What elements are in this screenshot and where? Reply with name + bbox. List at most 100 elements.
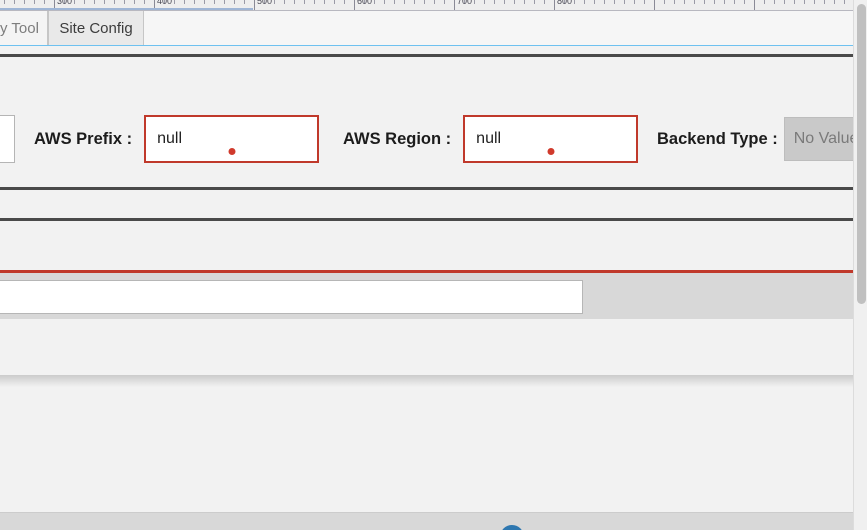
ruler-major-tick xyxy=(154,0,155,10)
tab-site-config[interactable]: Site Config xyxy=(48,11,144,45)
ruler-minor-tick xyxy=(234,0,235,4)
ruler-minor-tick xyxy=(104,0,105,4)
ruler-minor-tick xyxy=(444,0,445,4)
ruler-minor-tick xyxy=(764,0,765,4)
divider-error-red xyxy=(0,270,853,273)
ruler-minor-tick xyxy=(374,0,375,4)
ruler-minor-tick xyxy=(524,0,525,4)
ruler-minor-tick xyxy=(684,0,685,4)
divider-middle-upper xyxy=(0,187,853,190)
main-panel: AWS Prefix : null AWS Region : null Back… xyxy=(0,48,858,530)
aws-prefix-input[interactable]: null xyxy=(144,115,320,163)
ruler-minor-tick xyxy=(704,0,705,4)
ruler-minor-tick xyxy=(604,0,605,4)
horizontal-ruler: 300 400 500 600 700 800 xyxy=(0,0,853,11)
ruler-minor-tick xyxy=(304,0,305,4)
field-aws-prefix: AWS Prefix : null xyxy=(34,115,320,163)
divider-middle-lower xyxy=(0,218,853,221)
backend-type-placeholder: No Value xyxy=(793,130,858,147)
ruler-minor-tick xyxy=(494,0,495,4)
ruler-minor-tick xyxy=(484,0,485,4)
aws-region-value: null xyxy=(476,130,502,147)
ruler-minor-tick xyxy=(414,0,415,4)
field-aws-region: AWS Region : null xyxy=(343,115,639,163)
left-partial-input[interactable] xyxy=(0,115,15,163)
ruler-minor-tick xyxy=(344,0,345,4)
ruler-minor-tick xyxy=(294,0,295,4)
ruler-minor-tick xyxy=(134,0,135,4)
search-input[interactable] xyxy=(0,280,583,314)
ruler-minor-tick xyxy=(394,0,395,4)
aws-region-error-marker-icon xyxy=(547,148,555,155)
tab-query-tool[interactable]: y Tool xyxy=(0,11,48,45)
ruler-major-tick xyxy=(254,0,255,10)
ruler-minor-tick xyxy=(514,0,515,4)
ruler-minor-tick xyxy=(464,0,465,4)
ruler-major-tick xyxy=(54,0,55,10)
vertical-scrollbar[interactable] xyxy=(853,0,867,530)
backend-type-select[interactable]: No Value xyxy=(783,117,858,161)
ruler-minor-tick xyxy=(664,0,665,4)
aws-region-input[interactable]: null xyxy=(463,115,639,163)
ruler-minor-tick xyxy=(424,0,425,4)
ruler-minor-tick xyxy=(594,0,595,4)
caret-up-icon[interactable] xyxy=(500,525,524,530)
ruler-minor-tick xyxy=(34,0,35,4)
ruler-minor-tick xyxy=(364,0,365,4)
ruler-minor-tick xyxy=(324,0,325,4)
backend-type-label: Backend Type : xyxy=(657,129,778,148)
aws-prefix-error-marker-icon xyxy=(228,148,236,155)
aws-prefix-label: AWS Prefix : xyxy=(34,129,133,148)
tab-bar-empty-area xyxy=(144,11,853,45)
ruler-major-tick xyxy=(454,0,455,10)
ruler-label: 700 xyxy=(457,0,473,6)
aws-prefix-value: null xyxy=(157,130,183,147)
ruler-label: 300 xyxy=(57,0,73,6)
ruler-minor-tick xyxy=(614,0,615,4)
ruler-minor-tick xyxy=(784,0,785,4)
lower-content-area xyxy=(0,319,853,375)
ruler-minor-tick xyxy=(804,0,805,4)
ruler-minor-tick xyxy=(84,0,85,4)
config-form-row: AWS Prefix : null AWS Region : null Back… xyxy=(0,103,858,181)
ruler-label: 800 xyxy=(557,0,573,6)
tab-bar: y Tool Site Config xyxy=(0,11,853,46)
ruler-label: 600 xyxy=(357,0,373,6)
search-band xyxy=(0,273,853,319)
panel-shadow xyxy=(0,375,853,387)
ruler-minor-tick xyxy=(584,0,585,4)
tab-site-config-label: Site Config xyxy=(59,19,133,37)
vertical-scrollbar-thumb[interactable] xyxy=(857,4,866,304)
ruler-minor-tick xyxy=(224,0,225,4)
aws-region-label: AWS Region : xyxy=(343,129,452,148)
ruler-minor-tick xyxy=(824,0,825,4)
ruler-minor-tick xyxy=(734,0,735,4)
ruler-minor-tick xyxy=(774,0,775,4)
ruler-label: 400 xyxy=(157,0,173,6)
ruler-minor-tick xyxy=(274,0,275,4)
ruler-minor-tick xyxy=(834,0,835,4)
ruler-minor-tick xyxy=(794,0,795,4)
ruler-minor-tick xyxy=(504,0,505,4)
ruler-minor-tick xyxy=(124,0,125,4)
ruler-minor-tick xyxy=(44,0,45,4)
ruler-minor-tick xyxy=(334,0,335,4)
field-backend-type: Backend Type : No Value xyxy=(657,117,858,161)
ruler-minor-tick xyxy=(644,0,645,4)
ruler-label: 500 xyxy=(257,0,273,6)
ruler-minor-tick xyxy=(574,0,575,4)
ruler-minor-tick xyxy=(744,0,745,4)
ruler-minor-tick xyxy=(24,0,25,4)
tab-query-tool-label: y Tool xyxy=(0,19,39,37)
ruler-minor-tick xyxy=(194,0,195,4)
ruler-minor-tick xyxy=(4,0,5,4)
ruler-minor-tick xyxy=(174,0,175,4)
ruler-minor-tick xyxy=(384,0,385,4)
ruler-minor-tick xyxy=(564,0,565,4)
divider-top xyxy=(0,54,853,57)
ruler-minor-tick xyxy=(674,0,675,4)
ruler-minor-tick xyxy=(724,0,725,4)
ruler-major-tick xyxy=(354,0,355,10)
ruler-minor-tick xyxy=(114,0,115,4)
ruler-minor-tick xyxy=(64,0,65,4)
